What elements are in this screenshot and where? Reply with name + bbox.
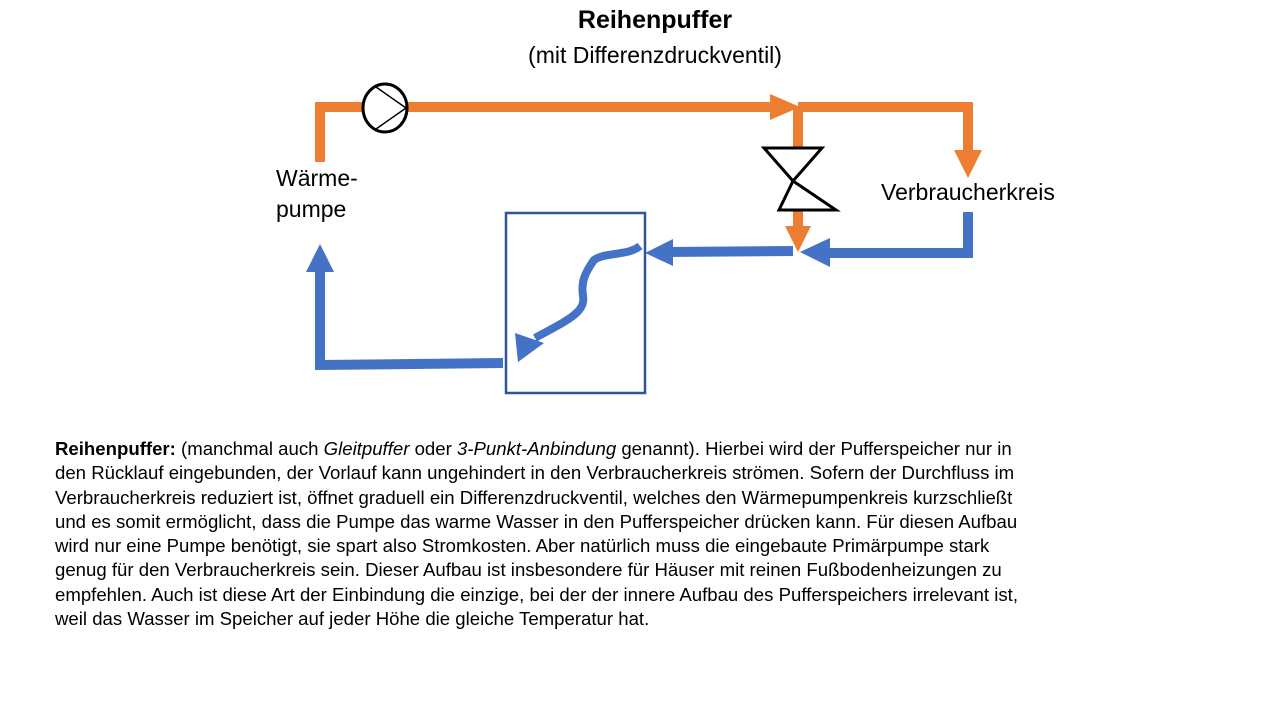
slide-subtitle: (mit Differenzdruckventil) — [528, 42, 782, 68]
paragraph-line: genug für den Verbraucherkreis sein. Die… — [55, 559, 1002, 581]
buffer-inlet-arrowhead — [645, 239, 673, 266]
consumer-return-line — [825, 212, 973, 258]
return-to-buffer-line — [664, 246, 794, 257]
buffer-flow-arrowhead — [515, 333, 544, 362]
supply-line — [315, 102, 780, 162]
term-lead: Reihenpuffer: — [55, 438, 176, 459]
pump-icon — [361, 82, 409, 134]
return-to-heatpump-line — [315, 268, 504, 371]
heat-pump-label-line2: pumpe — [276, 196, 347, 222]
supply-arrowhead — [770, 94, 800, 120]
heat-pump-label-line1: Wärme- — [276, 165, 358, 191]
consumer-supply-arrowhead — [954, 150, 982, 178]
text: oder — [409, 438, 457, 459]
paragraph-line: und es somit ermöglicht, dass die Pumpe … — [55, 510, 1018, 532]
paragraph-line: empfehlen. Auch ist diese Art der Einbin… — [55, 583, 1018, 605]
bypass-arrowhead — [785, 226, 811, 252]
paragraph-line: den Rücklauf eingebunden, der Vorlauf ka… — [55, 462, 1015, 484]
consumer-return-arrowhead — [800, 238, 830, 267]
description-paragraph: Reihenpuffer: (manchmal auch Gleitpuffer… — [55, 437, 1235, 631]
buffer-flow-line — [533, 242, 643, 342]
paragraph-line: weil das Wasser im Speicher auf jeder Hö… — [55, 608, 650, 630]
slide-title: Reihenpuffer — [577, 6, 733, 34]
heat-pump-label: Wärme- pumpe — [276, 163, 358, 225]
term-gleitpuffer: Gleitpuffer — [323, 438, 410, 459]
paragraph-line: wird nur eine Pumpe benötigt, sie spart … — [55, 535, 990, 557]
buffer-tank — [504, 211, 647, 395]
consumer-circuit-label: Verbraucherkreis — [881, 179, 1055, 205]
heatpump-return-arrowhead — [306, 244, 334, 272]
term-3-punkt: 3-Punkt-Anbindung — [456, 438, 617, 459]
hydraulic-diagram — [306, 82, 982, 395]
differential-pressure-valve-icon — [760, 146, 841, 212]
supply-consumer-line — [798, 102, 973, 152]
text: genannt). Hierbei wird der Pufferspeiche… — [616, 438, 1012, 459]
paragraph-line: Verbraucherkreis reduziert ist, öffnet g… — [55, 486, 1013, 508]
text: (manchmal auch — [175, 438, 324, 459]
